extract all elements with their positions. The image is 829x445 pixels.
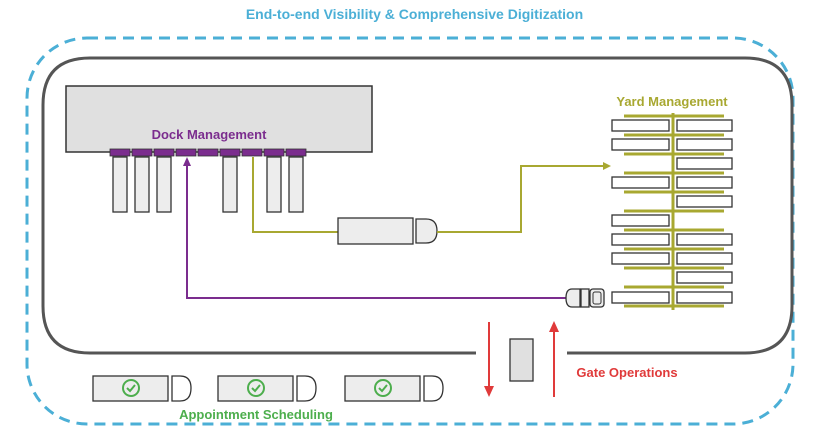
docked-trailer (156, 156, 172, 213)
appointment-truck (344, 375, 444, 402)
yard-trailer (676, 195, 733, 208)
arrow-head (183, 157, 191, 166)
yard-trailers (611, 119, 733, 304)
docked-trailer (134, 156, 150, 213)
gate-operations (484, 321, 559, 397)
yard-trailer (676, 233, 733, 246)
arrow-head (603, 162, 611, 170)
yard-trailer (676, 176, 733, 189)
yard-slots (624, 113, 724, 310)
appointment-scheduling-label: Appointment Scheduling (179, 407, 333, 422)
gate-booth-icon (509, 338, 534, 382)
check-circle-icon (122, 379, 140, 397)
yard-trailer (676, 271, 733, 284)
dock-to-yard-path-2 (437, 165, 604, 233)
dock-door (153, 148, 175, 157)
yard-trailer (611, 176, 670, 189)
appointment-truck (92, 375, 192, 402)
yard-trailer (611, 214, 670, 227)
dock-door (131, 148, 153, 157)
dock-door (175, 148, 197, 157)
yard-trailer (611, 233, 670, 246)
truck-icon (565, 288, 605, 308)
appointment-truck (217, 375, 317, 402)
dock-to-yard-path (252, 157, 338, 233)
yard-management-label: Yard Management (616, 94, 728, 109)
dock-management-label: Dock Management (152, 127, 268, 142)
yard-trailer (676, 252, 733, 265)
docked-trailer (288, 156, 304, 213)
docked-trailer (266, 156, 282, 213)
truck-icon (337, 217, 438, 245)
yard-trailer (676, 119, 733, 132)
yard-trailer (611, 138, 670, 151)
yard-trailer (676, 157, 733, 170)
yard-trailer (611, 252, 670, 265)
dock-door (197, 148, 219, 157)
yard-trailer (611, 119, 670, 132)
yard-to-dock-path (186, 165, 570, 299)
dock-building (65, 85, 373, 153)
dock-door (263, 148, 285, 157)
facility-boundary (41, 56, 794, 355)
docked-trailer (222, 156, 238, 213)
page-title: End-to-end Visibility & Comprehensive Di… (245, 6, 584, 22)
check-circle-icon (247, 379, 265, 397)
dock-door (219, 148, 241, 157)
yard-trailer (676, 291, 733, 304)
dock-door (109, 148, 131, 157)
check-circle-icon (374, 379, 392, 397)
dock-doors (109, 148, 307, 157)
docked-trailer (112, 156, 128, 213)
yard-trailer (611, 291, 670, 304)
gate-operations-label: Gate Operations (576, 365, 677, 380)
docked-trailers (112, 156, 304, 213)
yard-trailer (676, 138, 733, 151)
dock-door (285, 148, 307, 157)
dock-door (241, 148, 263, 157)
